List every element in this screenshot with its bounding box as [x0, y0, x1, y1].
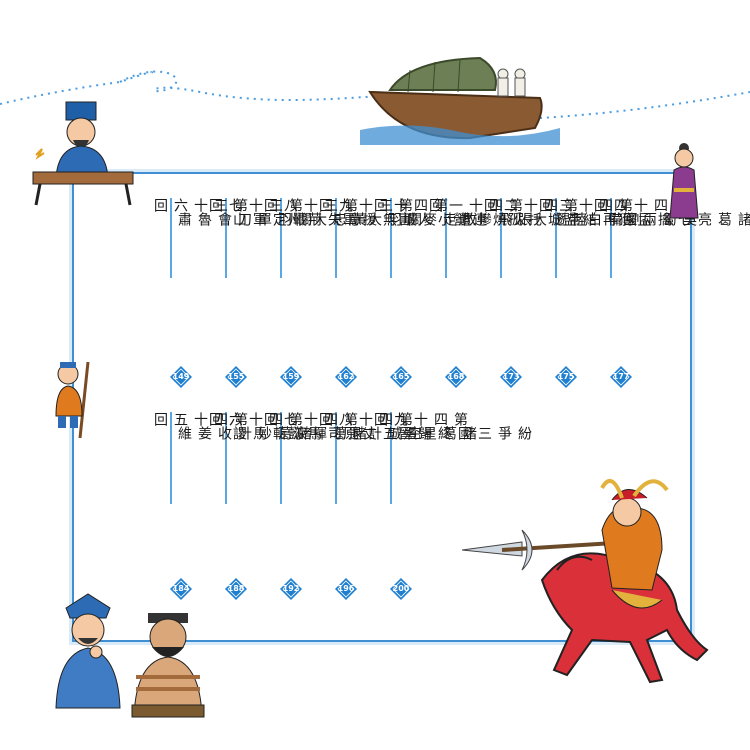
page-number-badge[interactable]: 175 — [555, 366, 577, 388]
page-number-badge[interactable]: 149 — [170, 366, 192, 388]
chapter-divider — [335, 198, 337, 278]
chapter-divider — [610, 198, 612, 278]
chapter-divider — [280, 198, 282, 278]
chapter-divider — [500, 198, 502, 278]
chapter-divider — [280, 412, 282, 504]
chapter-number: 第四十九回 — [372, 412, 468, 427]
page-number-badge[interactable]: 188 — [225, 578, 247, 600]
page-number-badge[interactable]: 155 — [225, 366, 247, 388]
chapter-title: 諸葛星殞五丈原 — [341, 426, 477, 443]
chapter-title: 陸遜大火燒連營 — [451, 212, 587, 229]
page-number: 175 — [557, 372, 575, 381]
chapter-title: 關羽大意失荊州 — [286, 212, 422, 229]
chapter-divider — [555, 198, 557, 278]
page-number-badge[interactable]: 168 — [445, 366, 467, 388]
page-number: 159 — [282, 372, 300, 381]
chapter-number: 第四十三回 — [537, 198, 633, 213]
chapter-number: 第四十一回 — [427, 198, 523, 213]
page-number-badge[interactable]: 184 — [170, 578, 192, 600]
page-number: 149 — [172, 372, 190, 381]
page-number: 188 — [227, 584, 245, 593]
page-number: 184 — [172, 584, 190, 593]
child-with-spear-illustration — [55, 361, 90, 439]
page-number-badge[interactable]: 200 — [390, 578, 412, 600]
chapter-title: 諸葛揮淚斬馬謖 — [231, 426, 367, 443]
chapter-number: 第四十六回 — [207, 412, 303, 427]
chapter-number: 第四十七回 — [262, 412, 358, 427]
chapter-title: 空城計退司馬懿 — [286, 426, 422, 443]
page-number: 200 — [392, 584, 410, 593]
page-number: 162 — [337, 372, 355, 381]
page-number-badge[interactable]: 159 — [280, 366, 302, 388]
chapter-title: 諸葛妙計收姜維 — [176, 426, 312, 443]
page-number: 173 — [502, 372, 520, 381]
chapter-title: 黃忠大戰定軍山 — [231, 212, 367, 229]
page-number: 155 — [227, 372, 245, 381]
chapter-divider — [390, 412, 392, 504]
page-number-badge[interactable]: 173 — [500, 366, 522, 388]
page-number: 192 — [282, 584, 300, 593]
chapter-number: 第四十八回 — [317, 412, 413, 427]
chapter-divider — [335, 412, 337, 504]
page-number-badge[interactable]: 177 — [610, 366, 632, 388]
chapter-divider — [170, 198, 172, 278]
chapter-title: 敗走麥城無援軍 — [341, 212, 477, 229]
standing-official-illustration — [669, 143, 699, 219]
chapter-number: 第四十二回 — [482, 198, 578, 213]
general-on-red-horse-illustration — [462, 479, 709, 684]
chapter-title: 張飛慘遭小人害 — [396, 212, 532, 229]
chapter-number: 第三十六回 — [152, 198, 248, 213]
page-number-badge[interactable]: 196 — [335, 578, 357, 600]
bound-warrior-illustration — [131, 613, 205, 718]
chapter-number: 第三十九回 — [317, 198, 413, 213]
page-number: 168 — [447, 372, 465, 381]
page-number: 196 — [337, 584, 355, 593]
chapter-number: 第四十回 — [372, 198, 448, 213]
strategist-fan-illustration — [55, 593, 121, 709]
chapter-divider — [390, 198, 392, 278]
chapter-title: 關羽單刀會魯肅 — [176, 212, 312, 229]
page-number: 177 — [612, 372, 630, 381]
chapter-number: 第三十七回 — [207, 198, 303, 213]
page-number-badge[interactable]: 192 — [280, 578, 302, 600]
page-number-badge[interactable]: 165 — [390, 366, 412, 388]
boat-illustration — [360, 56, 560, 145]
chapter-title: 紛爭三國終歸晉 — [396, 426, 532, 443]
chapter-number: 第三十八回 — [262, 198, 358, 213]
chapter-divider — [445, 198, 447, 278]
page-number-badge[interactable]: 162 — [335, 366, 357, 388]
chapter-number: 第四十五回 — [152, 412, 248, 427]
chapter-title: 劉備白帝城托孤 — [506, 212, 642, 229]
scholar-at-desk-illustration — [32, 101, 134, 206]
chapter-divider — [225, 198, 227, 278]
page-number: 165 — [392, 372, 410, 381]
chapter-divider — [170, 412, 172, 504]
chapter-divider — [225, 412, 227, 504]
